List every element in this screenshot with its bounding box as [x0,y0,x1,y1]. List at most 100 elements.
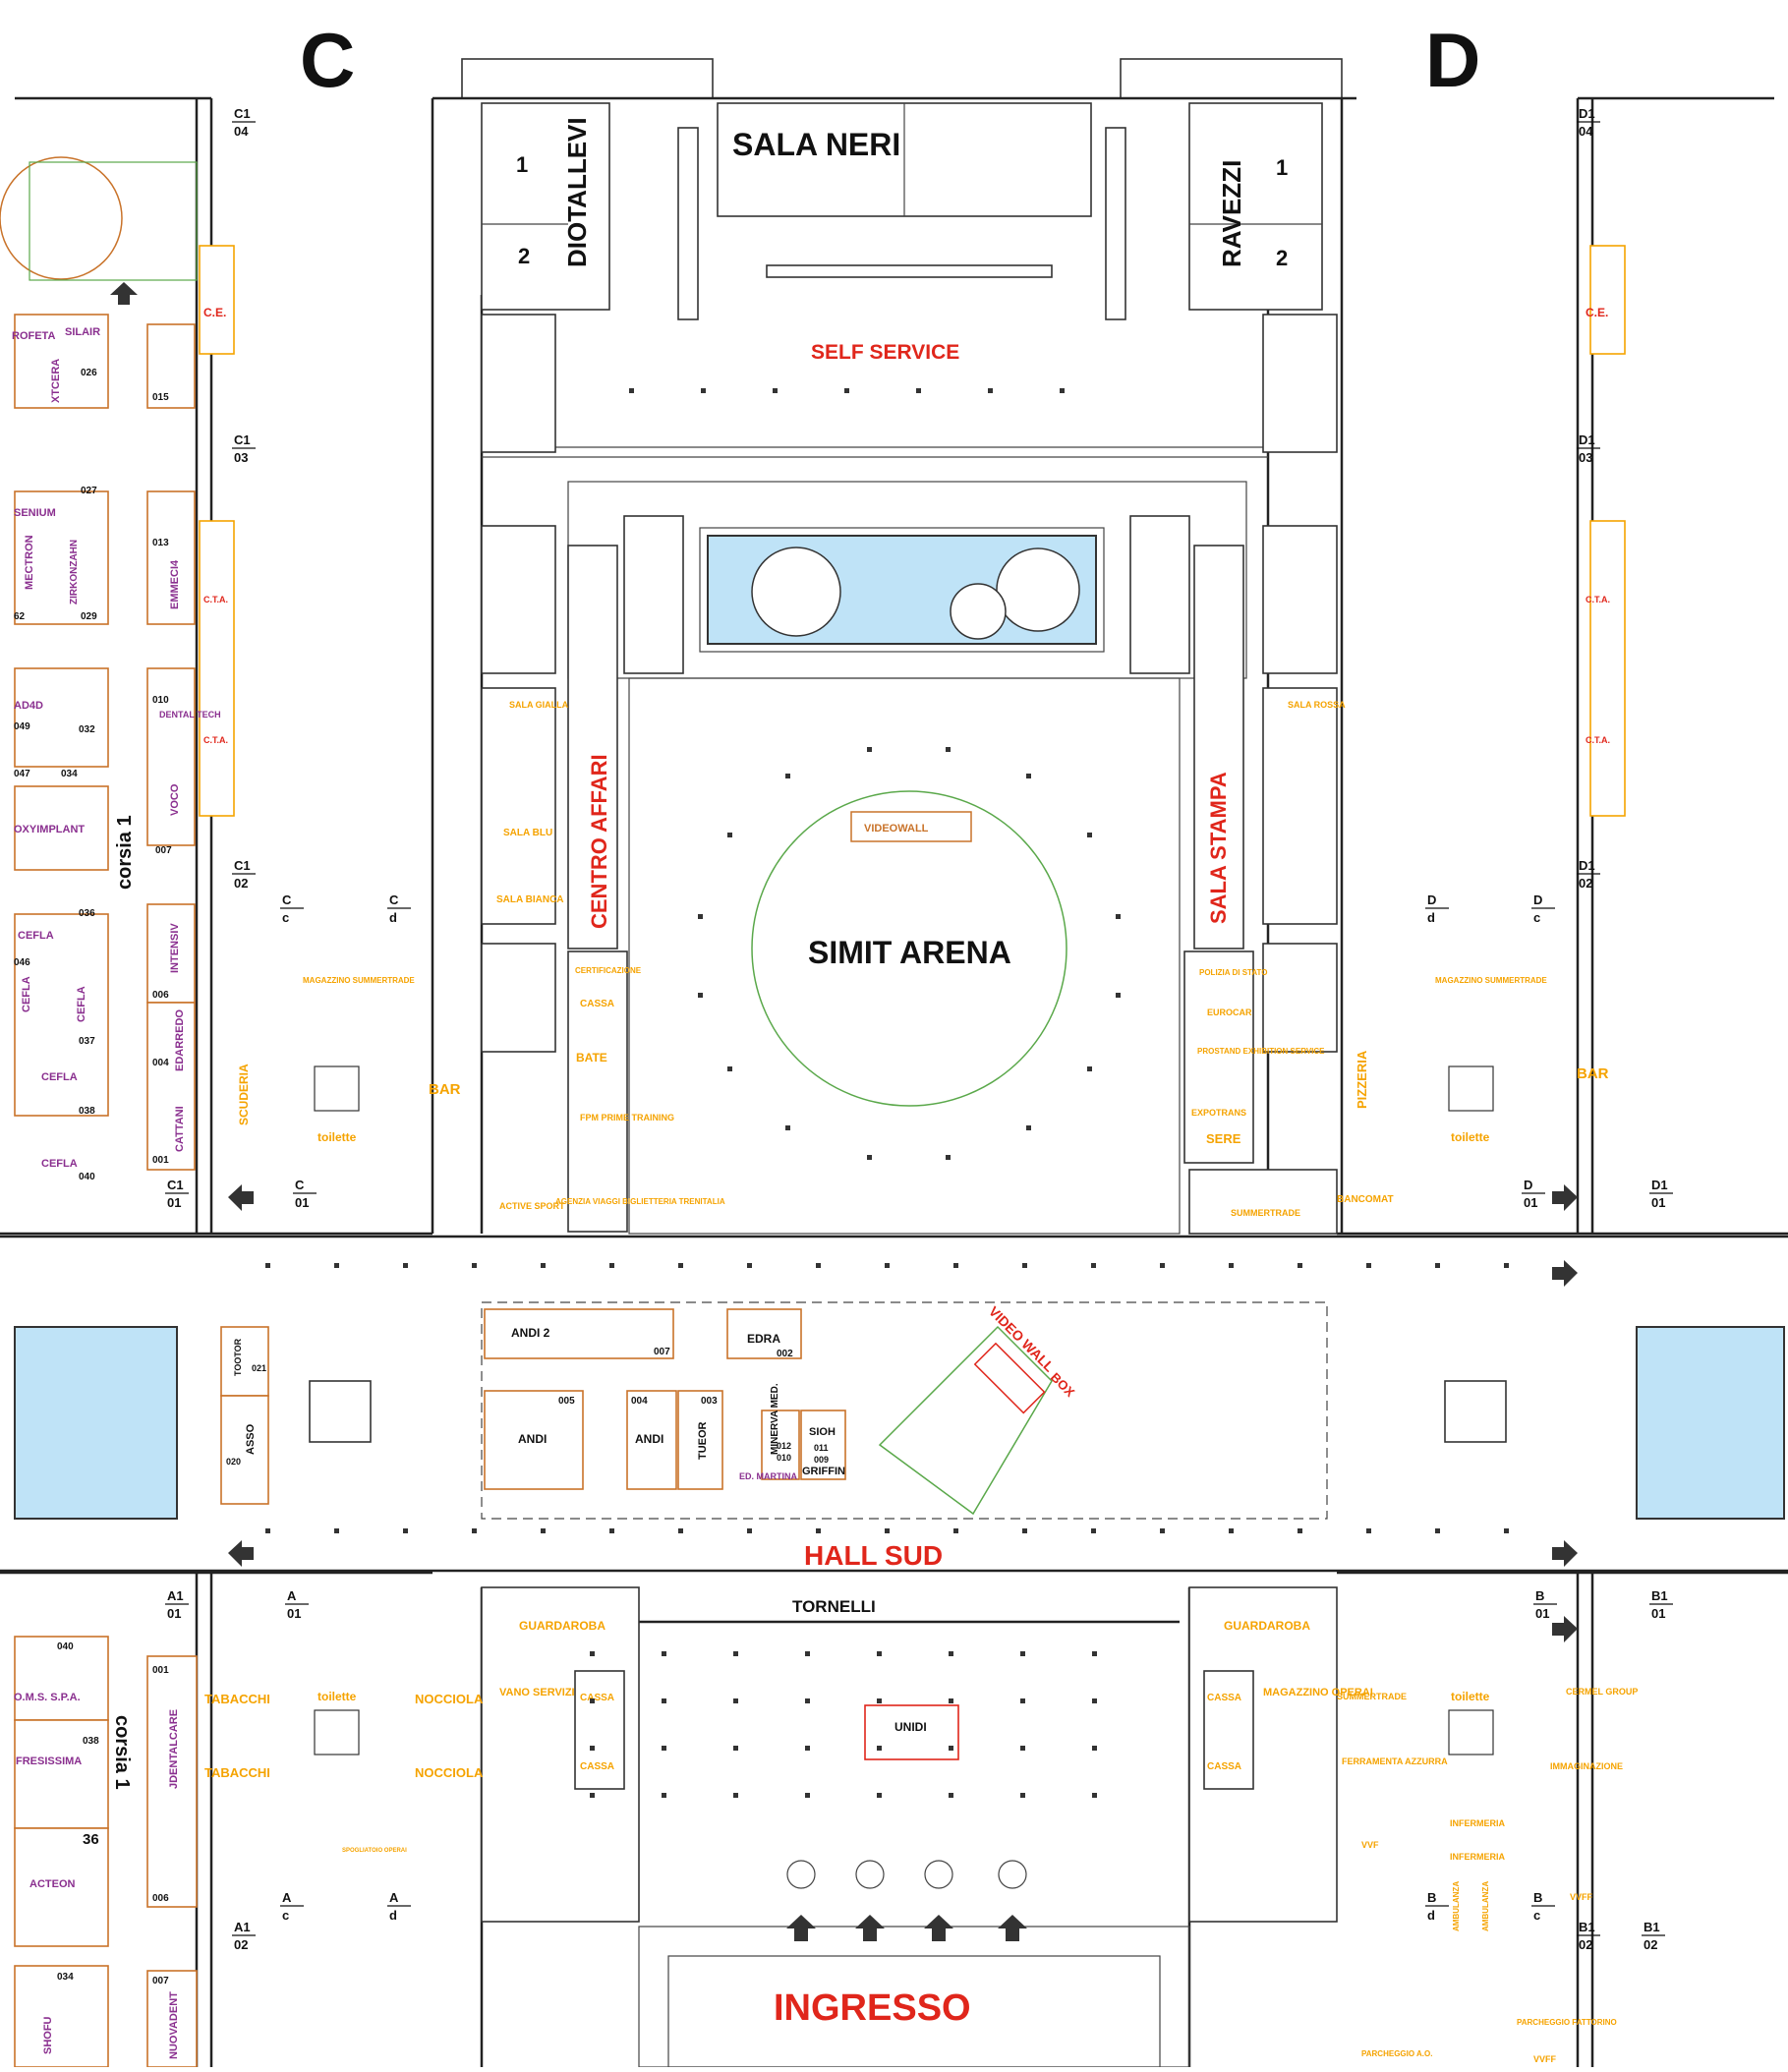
grid-marker-sub-dc: c [1533,910,1540,925]
column-marker [1298,1263,1302,1268]
svg-text:036: 036 [79,908,95,919]
column-marker [816,1528,821,1533]
svg-text:SENIUM: SENIUM [14,507,56,519]
svg-text:034: 034 [57,1972,74,1983]
cermel-label: CERMEL GROUP [1566,1687,1638,1697]
ed-martina-label: ED. MARTINA [739,1471,797,1481]
column-marker [805,1793,810,1798]
magazzino-operai-label: MAGAZZINO OPERAI [1263,1687,1373,1698]
grid-marker-sub-a1-01: 01 [167,1606,181,1621]
ambulanza-1: AMBULANZA [1452,1881,1461,1931]
svg-text:027: 027 [81,486,97,496]
column-marker [733,1651,738,1656]
svg-text:038: 038 [79,1106,95,1117]
grid-marker-a-01: A [287,1588,297,1603]
toilette-bottom-left: toilette [317,1690,357,1703]
svg-text:034: 034 [61,769,78,779]
column-marker [1020,1651,1025,1656]
grid-marker-bd: B [1427,1890,1436,1905]
column-marker [678,1528,683,1533]
svg-text:ANDI: ANDI [635,1432,663,1446]
column-marker [1020,1793,1025,1798]
grid-marker-sub-c1-02: 02 [234,876,248,891]
svg-text:36: 36 [83,1831,99,1848]
grid-marker-cc: C [282,892,292,907]
arena-circle [751,790,1067,1107]
grid-marker-c1-02: C1 [234,858,251,873]
column-marker [662,1793,666,1798]
stand-andi-005[interactable] [484,1390,584,1490]
grid-marker-sub-d1-01: 01 [1651,1195,1665,1210]
corsia-label-bottom: corsia 1 [111,1715,133,1790]
column-marker [877,1746,882,1751]
stand-edra[interactable] [726,1308,802,1359]
svg-text:SIOH: SIOH [809,1426,836,1438]
svg-text:DENTAL TECH: DENTAL TECH [159,710,221,719]
cta-label-3: C.T.A. [1586,595,1610,604]
sala-blu-label: SALA BLU [503,828,552,838]
column-marker [472,1263,477,1268]
svg-text:FRESISSIMA: FRESISSIMA [16,1755,82,1767]
column-marker [609,1528,614,1533]
svg-text:GRIFFIN: GRIFFIN [802,1466,845,1477]
grid-marker-b1-02b: B1 [1644,1920,1660,1934]
grid-marker-sub-dd: d [1427,910,1435,925]
pavilion-letter-d: D [1425,17,1480,103]
tabacchi-2: TABACCHI [204,1765,270,1780]
stand-minerva[interactable] [761,1410,800,1480]
column-marker [1435,1528,1440,1533]
stand-asso[interactable] [220,1395,269,1505]
eurocar-label: EUROCAR [1207,1007,1252,1017]
column-marker [877,1698,882,1703]
stand-tueor[interactable] [677,1390,723,1490]
column-marker [662,1698,666,1703]
svg-text:VOCO: VOCO [169,783,181,816]
svg-text:029: 029 [81,611,97,622]
svg-text:001: 001 [152,1665,169,1676]
column-marker [949,1651,953,1656]
vvff-label-2: VVFF [1533,2054,1557,2064]
column-marker [953,1263,958,1268]
stand-andi-004[interactable] [626,1390,677,1490]
stand-sioh[interactable] [800,1410,846,1480]
stand-andi-2[interactable] [484,1308,674,1359]
grid-marker-d1-04: D1 [1579,106,1595,121]
room-1-left: 1 [516,152,528,177]
self-service-label: SELF SERVICE [811,341,959,364]
svg-text:012: 012 [777,1441,791,1451]
svg-text:CEFLA: CEFLA [18,930,54,942]
svg-text:EDRA: EDRA [747,1332,780,1346]
fpm-label: FPM PRIME TRAINING [580,1113,674,1122]
ravezzi-label: RAVEZZI [1217,160,1246,267]
column-marker [877,1793,882,1798]
toilette-bottom-right: toilette [1451,1690,1490,1703]
grid-marker-sub-bd: d [1427,1908,1435,1923]
column-marker [949,1793,953,1798]
svg-text:003: 003 [701,1396,718,1407]
column-marker [1092,1746,1097,1751]
svg-text:MINERVA MED.: MINERVA MED. [770,1383,780,1455]
stand-tootor[interactable] [220,1326,269,1397]
column-marker [1366,1263,1371,1268]
parcheggio-ao-label: PARCHEGGIO A.O. [1361,2049,1432,2058]
column-marker [265,1263,270,1268]
column-marker [805,1698,810,1703]
svg-text:SHOFU: SHOFU [42,2016,54,2054]
grid-marker-d1-03: D1 [1579,432,1595,447]
column-marker [733,1746,738,1751]
column-marker [662,1746,666,1751]
unidi-label: UNIDI [894,1720,927,1734]
entrance-arrows [110,282,1578,1941]
grid-marker-sub-b1-02: 02 [1579,1937,1592,1952]
sala-stampa-label: SALA STAMPA [1206,772,1231,924]
ravezzi-room [1188,102,1323,311]
svg-text:MECTRON: MECTRON [24,535,35,590]
pizzeria-label: PIZZERIA [1355,1050,1369,1109]
grid-marker-sub-ac: c [282,1908,289,1923]
column-marker [590,1651,595,1656]
grid-marker-dc: D [1533,892,1542,907]
column-marker [609,1263,614,1268]
column-marker [1366,1528,1371,1533]
grid-marker-sub-a-01: 01 [287,1606,301,1621]
column-marker [747,1263,752,1268]
